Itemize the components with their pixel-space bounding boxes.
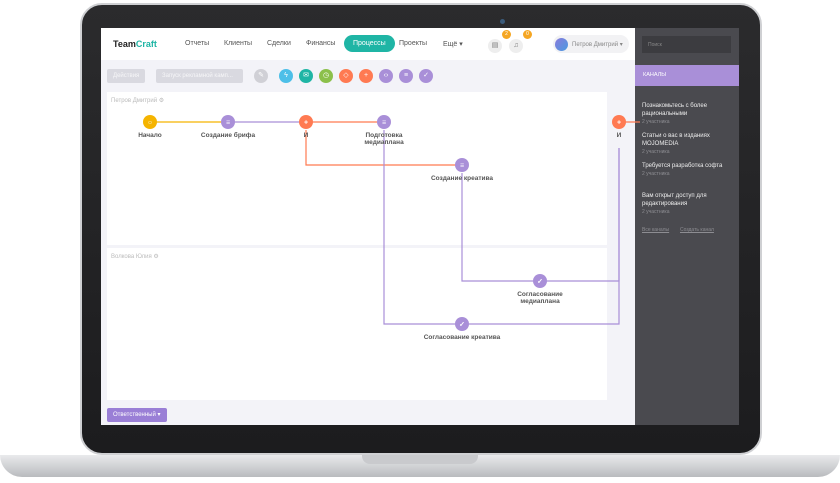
channel-members: 2 участника: [642, 171, 670, 177]
channels-header: КАНАЛЫ: [635, 65, 739, 86]
mail-icon[interactable]: ✉: [299, 69, 313, 83]
code-icon[interactable]: ‹›: [379, 69, 393, 83]
node-approve[interactable]: [455, 317, 469, 331]
messages-icon[interactable]: ▤2: [488, 30, 511, 53]
check-icon[interactable]: ✓: [419, 69, 433, 83]
screen: TeamCraft Отчеты Клиенты Сделки Финансы …: [101, 28, 739, 425]
plus-icon[interactable]: +: [359, 69, 373, 83]
nav-reports[interactable]: Отчеты: [185, 40, 210, 47]
list-icon[interactable]: ≡: [399, 69, 413, 83]
user-menu[interactable]: Петров Дмитрий ▾: [553, 35, 629, 53]
node-label: Создание брифа: [201, 131, 256, 139]
laptop-notch: [362, 455, 478, 464]
timer-icon[interactable]: ◷: [319, 69, 333, 83]
pencil-icon[interactable]: ✎: [254, 69, 268, 83]
task-icon: ≡: [460, 163, 464, 170]
swimlane-petrov: Петров Дмитрий ⚙: [107, 92, 607, 245]
node-gateway[interactable]: [612, 115, 626, 129]
node-label: медиаплана: [364, 139, 404, 146]
node-label: медиаплана: [520, 298, 560, 305]
lane-label: Волкова Юлия ⚙: [111, 254, 159, 260]
approve-icon: ✓: [459, 322, 465, 329]
channel-title: Познакомьтесь с более рациональными: [642, 103, 708, 117]
node-label: И: [304, 132, 309, 139]
gateway-icon: +: [617, 120, 621, 127]
bell-icon[interactable]: ♫0: [509, 30, 532, 53]
task-icon: ≡: [226, 120, 230, 127]
node-label: Создание креатива: [431, 175, 493, 182]
nav-clients[interactable]: Клиенты: [224, 40, 253, 47]
channel-item[interactable]: Познакомьтесь с более рациональными 2 уча…: [642, 102, 734, 126]
responsible-button[interactable]: Ответственный ▾: [107, 408, 167, 422]
node-gateway[interactable]: [299, 115, 313, 129]
create-channel-link[interactable]: Создать канал: [680, 227, 714, 233]
nav-finance[interactable]: Финансы: [306, 40, 336, 47]
channel-title: Статьи о вас в изданиях MOJOMEDIA: [642, 133, 710, 147]
nav-more[interactable]: Ещё ▾: [443, 41, 463, 48]
channels-sidebar: Поиск КАНАЛЫ Познакомьтесь с более рацио…: [635, 28, 739, 425]
channel-item[interactable]: Требуется разработка софта 2 участника: [642, 162, 734, 178]
search-input[interactable]: Поиск: [642, 36, 731, 53]
all-channels-link[interactable]: Все каналы: [642, 227, 670, 233]
nav-processes[interactable]: Процессы: [344, 35, 395, 52]
diamond-icon[interactable]: ◇: [339, 69, 353, 83]
channel-item[interactable]: Вам открыт доступ для редактирования 2 уч…: [642, 192, 734, 216]
avatar: [555, 37, 568, 51]
gateway-icon: +: [304, 120, 308, 127]
user-name: Петров Дмитрий ▾: [572, 41, 623, 48]
flow-connector: [461, 173, 540, 282]
node-start[interactable]: [143, 115, 157, 129]
flow-connector: [540, 148, 620, 282]
channel-members: 2 участника: [642, 149, 670, 155]
flow-connector: [305, 130, 462, 166]
camera: [500, 19, 505, 24]
node-task[interactable]: [221, 115, 235, 129]
node-label: Подготовка: [365, 132, 402, 139]
messages-badge: 2: [502, 30, 511, 39]
node-task[interactable]: [455, 158, 469, 172]
nav-projects[interactable]: Проекты: [399, 40, 428, 47]
top-nav: TeamCraft Отчеты Клиенты Сделки Финансы …: [101, 28, 635, 60]
start-icon: ○: [148, 120, 152, 127]
node-task[interactable]: [377, 115, 391, 129]
flow-connector: [383, 130, 462, 325]
channel-item[interactable]: Статьи о вас в изданиях MOJOMEDIA 2 участ…: [642, 132, 734, 156]
notifications-badge: 0: [523, 30, 532, 39]
node-label: Согласование креатива: [424, 334, 501, 341]
node-label: Начало: [138, 132, 162, 139]
laptop-base: [0, 455, 840, 477]
channel-title: Вам открыт доступ для редактирования: [642, 193, 707, 207]
actions-button[interactable]: Действия: [107, 69, 146, 83]
process-select[interactable]: Запуск рекламной камп...: [156, 69, 243, 83]
nav-deals[interactable]: Сделки: [267, 40, 291, 47]
channel-members: 2 участника: [642, 119, 670, 125]
node-label: И: [617, 132, 622, 139]
flow-connector: [462, 148, 620, 325]
channel-members: 2 участника: [642, 209, 670, 215]
lane-label: Петров Дмитрий ⚙: [111, 98, 165, 104]
approve-icon: ✓: [537, 279, 543, 286]
logo: TeamCraft: [113, 39, 157, 49]
channel-title: Требуется разработка софта: [642, 163, 723, 169]
node-approve[interactable]: [533, 274, 547, 288]
task-icon: ≡: [382, 120, 386, 127]
lightning-icon[interactable]: ϟ: [279, 69, 293, 83]
node-label: Согласование: [517, 291, 563, 298]
